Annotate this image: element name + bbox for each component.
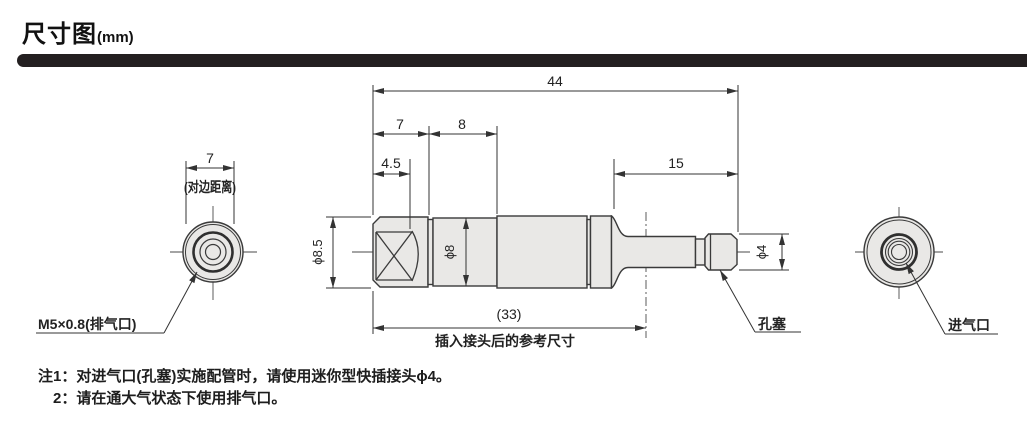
plug-label: 孔塞 — [758, 316, 787, 332]
right-end-view: 进气口 — [855, 207, 998, 335]
dim-33-label: (33) — [497, 306, 522, 322]
left-end-view: 7 (对边距离) M5×0.8(排气口) — [36, 150, 257, 334]
note-1: 注1：对进气口(孔塞)实施配管时，请使用迷你型快插接头ϕ4。 — [38, 368, 451, 385]
inner-circle-2 — [887, 240, 911, 264]
thread-major-circle — [192, 231, 234, 273]
chamfer-circle — [185, 224, 241, 280]
dim-4-5-label: 4.5 — [381, 155, 401, 171]
dim-8-label: 8 — [458, 116, 466, 132]
plug-tip — [704, 233, 738, 271]
main-cylinder — [496, 215, 588, 289]
outer-circle — [863, 216, 935, 288]
inserted-caption: 插入接头后的参考尺寸 — [435, 333, 575, 349]
outer-circle — [182, 221, 244, 283]
note-2: 2：请在通大气状态下使用排气口。 — [53, 390, 287, 407]
side-view: 44 7 8 4.5 15 ϕ8.5 ϕ8 ϕ4 — [310, 73, 801, 349]
dim-7-note: (对边距离) — [184, 179, 236, 195]
recess-circle — [880, 233, 918, 271]
dim-d8-5-label: ϕ8.5 — [310, 239, 325, 264]
title-unit: (mm) — [97, 29, 134, 46]
dim-15-label: 15 — [668, 155, 684, 171]
thread-minor-circle — [199, 238, 227, 266]
dim-d8-label: ϕ8 — [442, 245, 457, 260]
flat-mark-x — [375, 231, 413, 281]
dim-d4-label: ϕ4 — [754, 245, 769, 260]
port-hole-circle — [204, 243, 222, 261]
port-hole-circle — [890, 243, 908, 261]
page-title: 尺寸图(mm) — [22, 14, 134, 49]
exhaust-port-label: M5×0.8(排气口) — [38, 316, 136, 332]
leader-line — [719, 269, 756, 333]
dim-44-label: 44 — [547, 73, 563, 89]
section-divider-bar — [17, 54, 1027, 67]
hex-section — [372, 216, 429, 288]
inner-circle-1 — [884, 237, 914, 267]
title-text: 尺寸图 — [22, 21, 97, 48]
chamfer-circle — [866, 219, 932, 285]
leader-line — [905, 262, 946, 335]
rib — [589, 215, 613, 289]
dim-7-label: 7 — [396, 116, 404, 132]
dim-7-label: 7 — [206, 150, 214, 166]
intake-port-label: 进气口 — [948, 317, 990, 333]
footnotes: 注1：对进气口(孔塞)实施配管时，请使用迷你型快插接头ϕ4。 2：请在通大气状态… — [38, 366, 451, 410]
plug-groove — [694, 238, 706, 266]
neck-groove — [427, 218, 434, 286]
hex-corner-arc — [411, 230, 419, 282]
shoulder-and-shaft — [610, 214, 697, 290]
leader-line — [163, 271, 198, 334]
